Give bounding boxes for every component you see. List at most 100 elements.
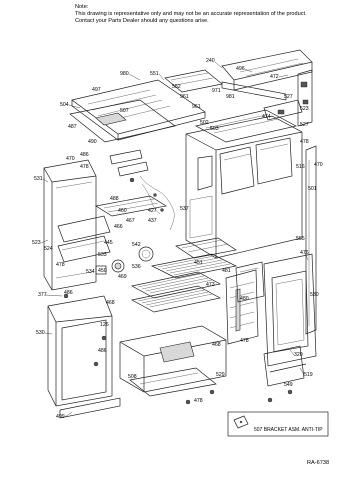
callout-530: 530 bbox=[36, 330, 45, 336]
callout-478-b: 478 bbox=[80, 164, 89, 170]
callout-468-b: 468 bbox=[212, 342, 221, 348]
broiler-pan bbox=[175, 237, 237, 259]
callout-451: 451 bbox=[194, 260, 203, 266]
callout-524: 524 bbox=[44, 246, 53, 252]
wiring-harness bbox=[139, 175, 175, 231]
callout-460: 460 bbox=[118, 208, 127, 214]
callout-503: 503 bbox=[210, 126, 219, 132]
callout-531: 531 bbox=[34, 176, 43, 182]
anti-tip-bracket-box bbox=[227, 411, 329, 437]
callout-474: 474 bbox=[262, 114, 271, 120]
callout-450: 450 bbox=[98, 268, 107, 274]
callout-519: 519 bbox=[304, 372, 313, 378]
drawer-body bbox=[119, 325, 227, 393]
rack-supports bbox=[225, 269, 259, 345]
callout-478: 478 bbox=[300, 139, 309, 145]
insulation-blanket bbox=[195, 109, 297, 143]
callout-468: 468 bbox=[106, 300, 115, 306]
callout-490: 490 bbox=[88, 139, 97, 145]
broil-element bbox=[95, 195, 167, 217]
callout-523-a: 523 bbox=[300, 106, 309, 112]
callout-529: 529 bbox=[216, 372, 225, 378]
callout-445: 445 bbox=[104, 240, 113, 246]
callout-502: 502 bbox=[200, 120, 209, 126]
door-glass bbox=[235, 261, 265, 303]
oven-door bbox=[263, 253, 317, 367]
callout-552: 552 bbox=[172, 84, 181, 90]
callout-516: 516 bbox=[296, 164, 305, 170]
callout-470: 470 bbox=[66, 156, 75, 162]
callout-487: 487 bbox=[68, 124, 77, 130]
latch-assembly bbox=[109, 149, 149, 183]
leader-lines bbox=[40, 61, 309, 418]
callout-466: 466 bbox=[114, 224, 123, 230]
callout-507-a: 507 bbox=[120, 108, 129, 114]
callout-126: 126 bbox=[100, 322, 109, 328]
callout-534: 534 bbox=[86, 269, 95, 275]
callout-508: 508 bbox=[128, 374, 137, 380]
callout-478-e: 478 bbox=[194, 398, 203, 404]
callout-486-c: 486 bbox=[98, 348, 107, 354]
backguard-panel bbox=[221, 49, 313, 101]
oven-rack-upper bbox=[150, 253, 238, 279]
callout-240: 240 bbox=[206, 58, 215, 64]
callout-469: 469 bbox=[118, 274, 127, 280]
drawing-number: RA-6738 bbox=[307, 460, 330, 466]
callout-555: 555 bbox=[296, 236, 305, 242]
callout-470-b: 470 bbox=[314, 162, 323, 168]
rear-panel bbox=[297, 69, 313, 127]
callout-472: 472 bbox=[270, 74, 279, 80]
callout-473: 473 bbox=[206, 282, 215, 288]
callout-981: 981 bbox=[226, 94, 235, 100]
callout-467: 467 bbox=[126, 218, 135, 224]
callout-523-b: 523 bbox=[32, 240, 41, 246]
callout-980: 980 bbox=[120, 71, 129, 77]
callout-527-b: 527 bbox=[300, 122, 309, 128]
callout-533: 533 bbox=[98, 252, 107, 258]
kick-panel bbox=[59, 367, 217, 419]
callout-501: 501 bbox=[308, 186, 317, 192]
callout-504: 504 bbox=[60, 102, 69, 108]
right-side-panel bbox=[305, 145, 317, 335]
note-line-2: Contact your Parts Dealer should any que… bbox=[75, 18, 209, 24]
callout-486: 486 bbox=[80, 152, 89, 158]
callout-478-d: 478 bbox=[240, 338, 249, 344]
callout-536: 536 bbox=[132, 264, 141, 270]
callout-971: 971 bbox=[212, 88, 221, 94]
callout-480: 480 bbox=[240, 296, 249, 302]
callout-486-b: 486 bbox=[64, 290, 73, 296]
disclaimer-note: Note: This drawing is representative onl… bbox=[75, 4, 307, 25]
callout-530-b: 530 bbox=[310, 292, 319, 298]
callout-542: 542 bbox=[132, 242, 141, 248]
callout-476: 476 bbox=[300, 250, 309, 256]
note-title: Note: bbox=[75, 4, 89, 10]
callout-478-c: 478 bbox=[56, 262, 65, 268]
callout-481: 481 bbox=[222, 268, 231, 274]
callout-496: 496 bbox=[236, 66, 245, 72]
callout-427: 427 bbox=[148, 208, 157, 214]
fan-motor bbox=[95, 246, 154, 275]
callout-437: 437 bbox=[148, 218, 157, 224]
callout-527: 527 bbox=[284, 94, 293, 100]
callout-499: 499 bbox=[56, 414, 65, 420]
oven-body bbox=[185, 115, 303, 259]
callout-labels: 980 551 240 496 472 552 497 961 971 981 … bbox=[32, 58, 323, 420]
callout-961-b: 961 bbox=[192, 104, 201, 110]
callout-961-a: 961 bbox=[180, 94, 189, 100]
oven-rack-lower bbox=[131, 271, 221, 313]
control-bracket bbox=[263, 99, 303, 121]
front-frame bbox=[57, 215, 111, 263]
callout-377: 377 bbox=[38, 292, 47, 298]
left-side-panel bbox=[43, 159, 97, 291]
callout-549: 549 bbox=[284, 382, 293, 388]
leveling-legs bbox=[63, 293, 293, 405]
callout-488: 488 bbox=[110, 196, 119, 202]
callout-320: 320 bbox=[294, 352, 303, 358]
burner-tray bbox=[69, 99, 176, 143]
callout-551: 551 bbox=[150, 71, 159, 77]
drawer-rail bbox=[263, 345, 307, 387]
callout-497: 497 bbox=[92, 87, 101, 93]
callout-537: 537 bbox=[180, 206, 189, 212]
note-line-1: This drawing is representative only and … bbox=[75, 11, 307, 17]
